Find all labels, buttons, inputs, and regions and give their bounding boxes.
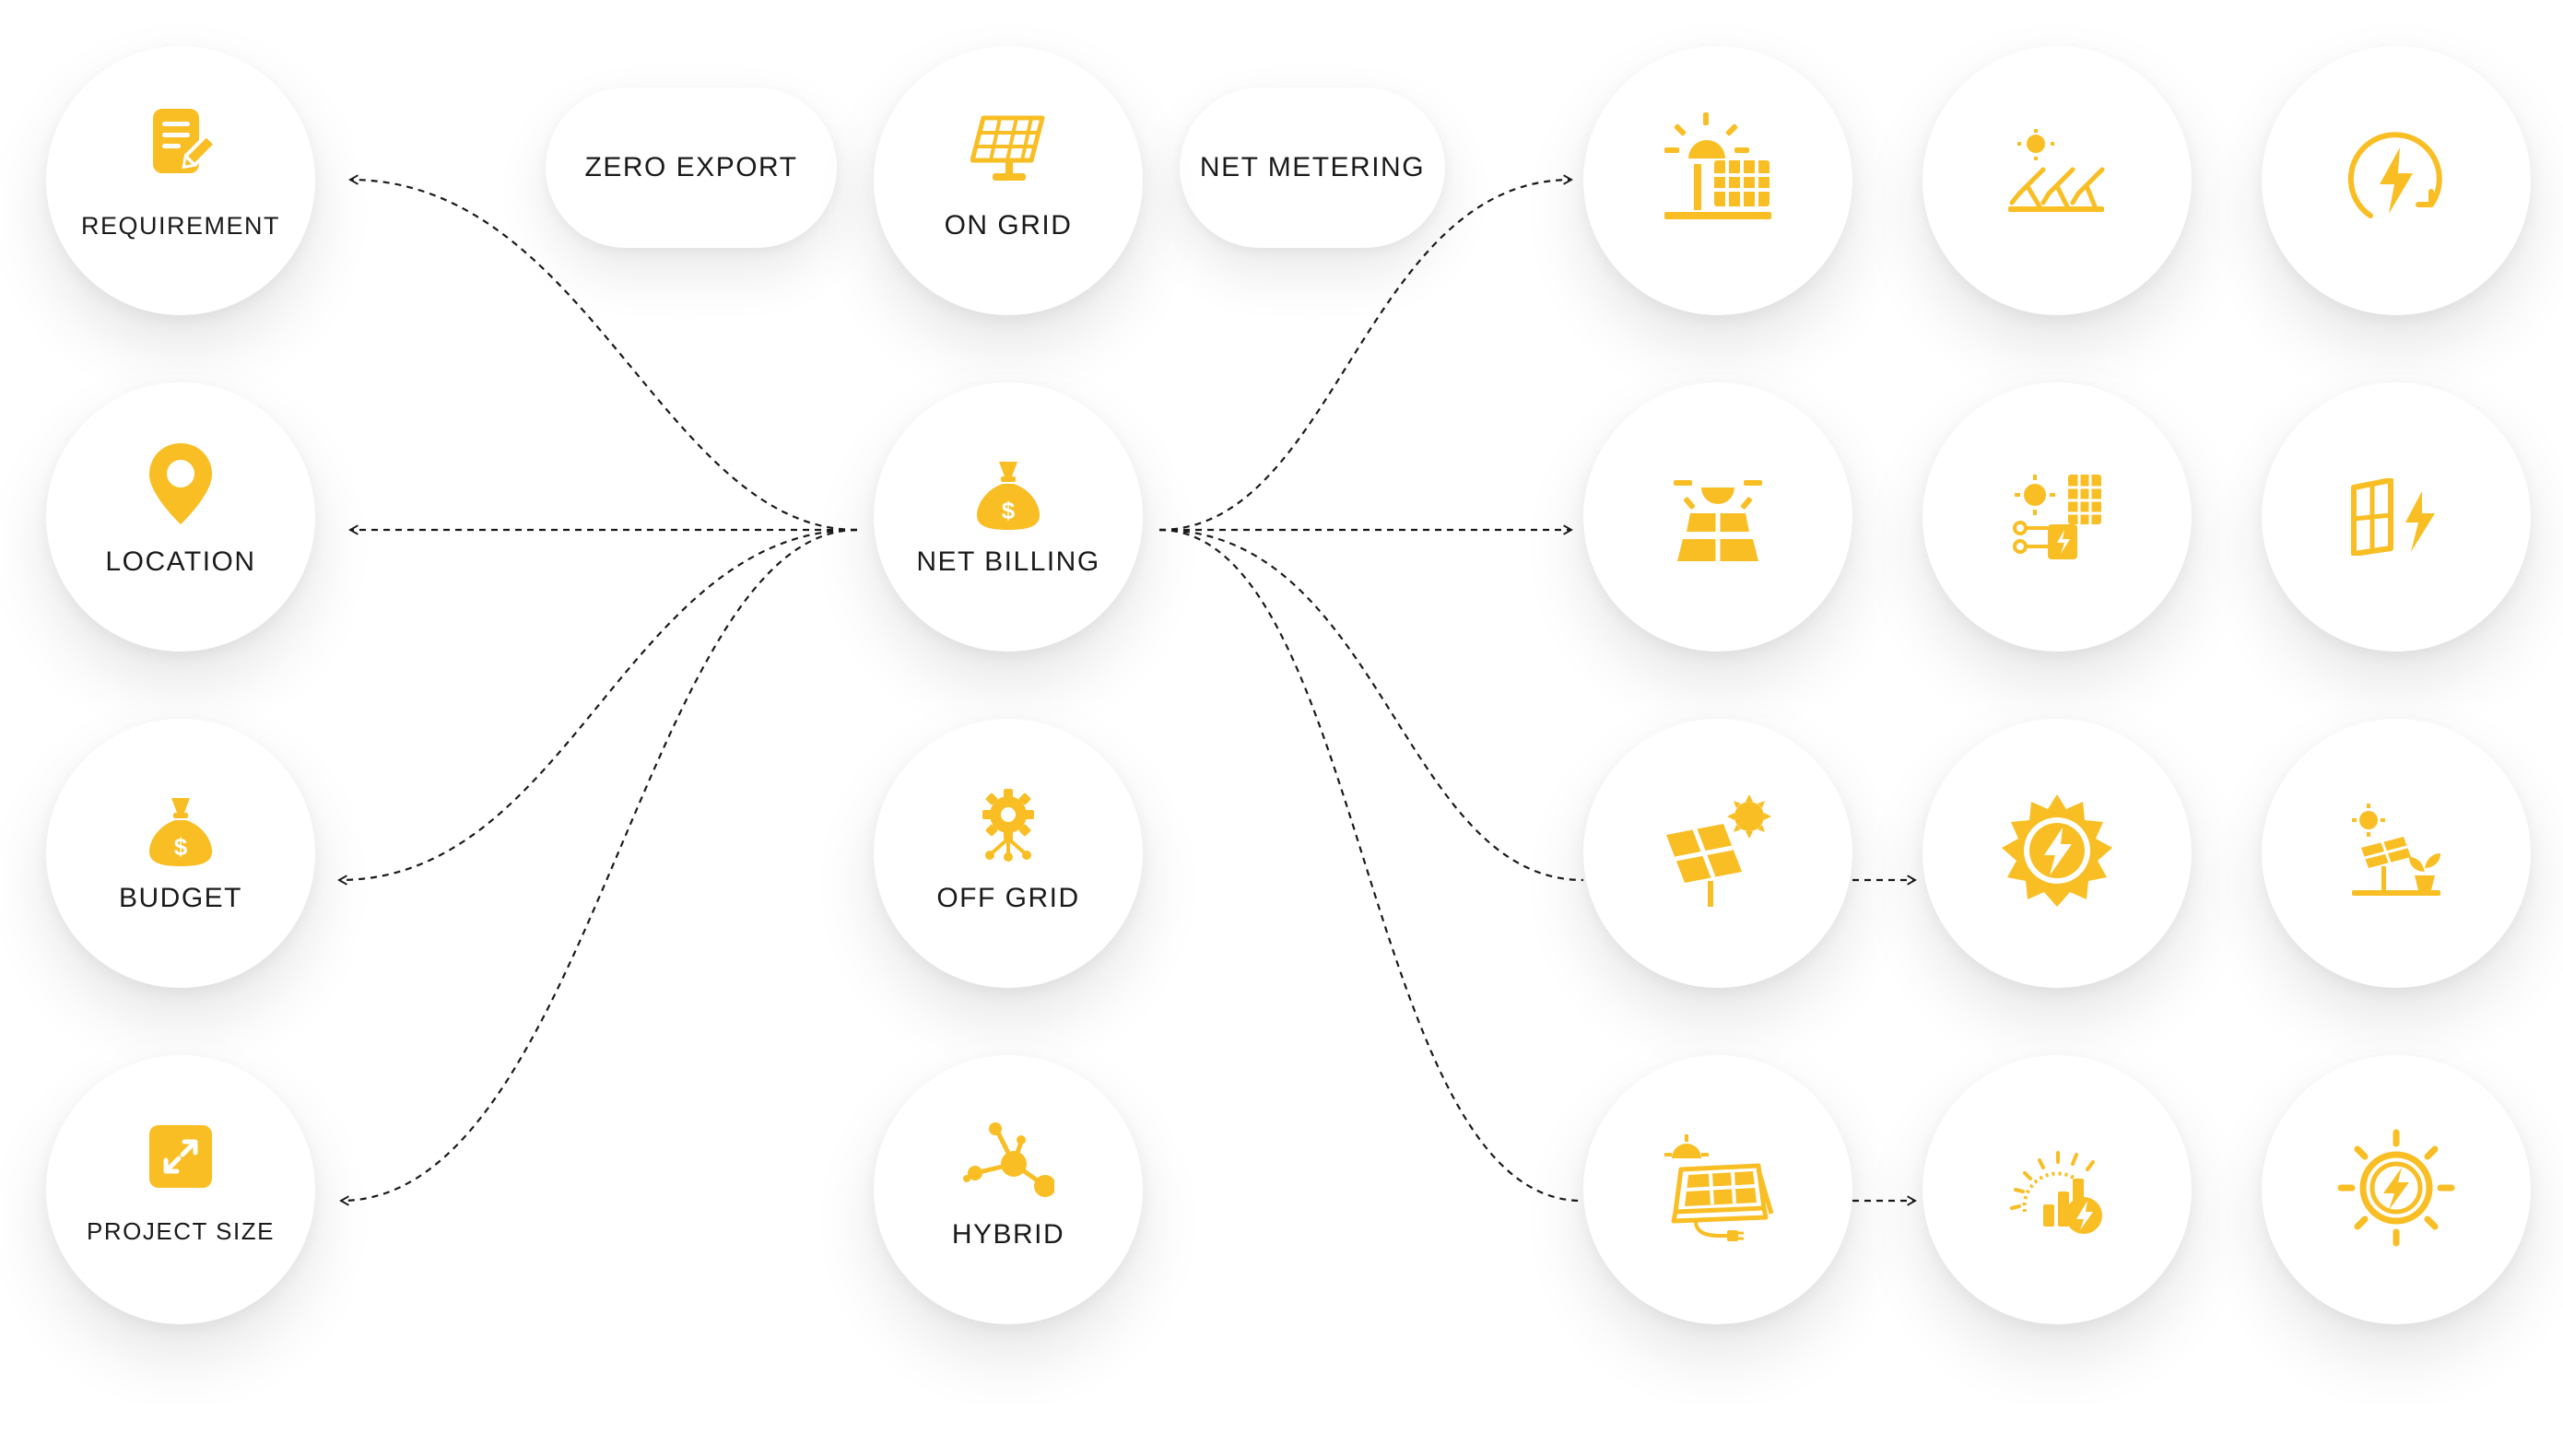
svg-text:$: $ [174,833,188,861]
node-location: LOCATION [46,382,315,652]
node-project-size: PROJECT SIZE [46,1055,315,1324]
solar-panel-icon [970,114,1046,184]
sun-bolt-badge-icon [1998,793,2116,910]
money-bag-icon: $ [147,794,214,868]
node-hybrid: HYBRID [874,1055,1143,1324]
node-r1c1 [1583,46,1852,315]
solar-panel-sun-icon [1663,793,1773,909]
solar-plant-icon [2348,802,2444,898]
node-on-grid: ON GRID [874,46,1143,315]
pill-net-metering: NET METERING [1180,88,1445,248]
link-netbilling-budget [337,528,858,886]
node-budget: $ BUDGET [46,719,315,988]
node-label: ON GRID [944,210,1073,241]
solar-gauge-bolt-icon [2006,1140,2108,1236]
node-r2c2 [1922,382,2192,652]
gear-network-icon [971,787,1045,863]
node-r3c3 [2262,719,2531,988]
node-r4c3 [2262,1055,2531,1324]
node-label: REQUIREMENT [80,212,280,240]
sun-bolt-icon [2337,1129,2455,1247]
network-nodes-icon [962,1121,1054,1201]
money-bag-icon: $ [975,458,1041,532]
solar-battery-icon [2011,473,2103,561]
node-r2c1 [1583,382,1852,652]
panel-bolt-icon [2350,478,2442,556]
node-label: BUDGET [118,883,242,913]
node-requirement: REQUIREMENT [46,46,315,315]
node-label: HYBRID [951,1219,1065,1250]
sun-solar-roof-icon [1661,111,1775,225]
node-r1c3 [2262,46,2531,315]
link-netbilling-requirement [348,174,858,532]
solar-farm-icon [2006,129,2108,217]
location-pin-icon [146,440,216,528]
node-off-grid: OFF GRID [874,719,1143,988]
node-r1c2 [1922,46,2192,315]
node-r4c1 [1583,1055,1852,1324]
pill-label: ZERO EXPORT [584,152,798,182]
node-label: PROJECT SIZE [87,1217,275,1245]
node-label: NET BILLING [916,546,1100,577]
node-label: OFF GRID [936,883,1080,913]
svg-text:$: $ [1002,497,1016,524]
link-netbilling-row4 [1158,528,1582,1203]
pill-zero-export: ZERO EXPORT [546,88,837,248]
node-net-billing: $ NET BILLING [874,382,1143,652]
document-pen-icon [146,105,216,179]
node-r3c2 [1922,719,2192,988]
node-r3c1 [1583,719,1852,988]
link-netbilling-projectsize [339,528,858,1206]
node-label: LOCATION [105,546,256,577]
expand-arrows-icon [147,1123,214,1190]
energy-cycle-icon [2343,127,2450,234]
node-r4c2 [1922,1055,2192,1324]
sun-panel-field-icon [1672,473,1764,565]
link-netbilling-row1 [1158,174,1573,532]
node-r2c3 [2262,382,2531,652]
link-netbilling-row3 [1158,528,1584,882]
solar-laptop-panel-icon [1663,1133,1773,1247]
pill-label: NET METERING [1199,152,1426,182]
